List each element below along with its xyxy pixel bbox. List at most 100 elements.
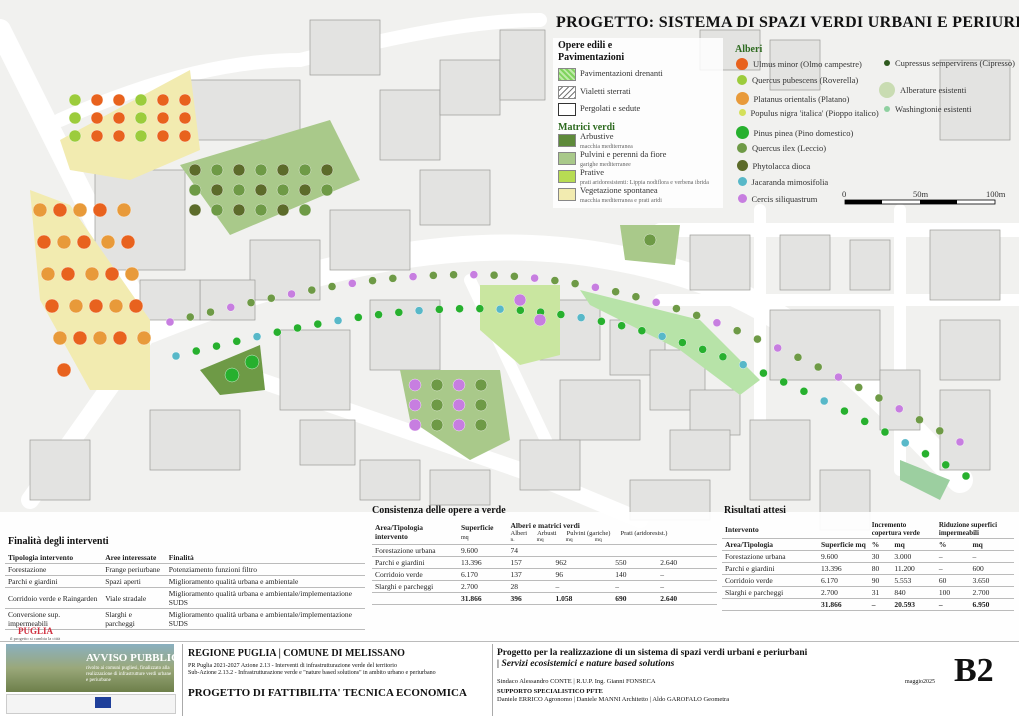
tree-legend-icon [735,92,749,105]
swatch-matrice [558,170,576,183]
tree-legend-icon [738,109,746,116]
tree-symbol [408,418,422,432]
tree-symbol [651,298,661,307]
table-cell: 96 [552,568,613,581]
tree-symbol [489,270,499,280]
logo-text: PUGLIA [18,626,54,636]
tree-legend-icon [879,82,895,98]
table-cell: 6.170 [458,568,508,581]
table-cell: 31.866 [818,598,869,611]
table-cell: 3.000 [891,550,936,563]
table-cell: 1.058 [552,592,613,605]
legend-matrice-sub: prati aridoresistenti: Lippia nodiflora … [580,180,709,186]
tree-symbol [128,298,144,314]
tree-symbol [452,378,466,392]
legend-albero: Phytolacca dioca [752,160,811,171]
table-cell: 6.950 [969,598,1014,611]
tree-symbol [475,304,485,313]
tree-symbol [895,404,904,414]
table-cell: Viale stradale [102,587,166,609]
tree-symbol [56,234,72,250]
table-cell: 840 [891,586,936,599]
tree-symbol [134,129,148,143]
table-cell: – [657,568,717,581]
tree-symbol [232,203,246,217]
table-cell: Parchi e giardini [372,556,458,569]
tree-symbol [611,287,620,296]
table-cell: 6.170 [818,574,869,587]
tree-symbol [516,306,525,315]
table-cell: – [612,580,658,593]
ris-sub: Superficie mq [818,538,869,551]
table-cell: 13.396 [458,556,508,569]
ris-sub: mq [891,538,936,551]
tree-symbol [298,203,312,217]
tree-symbol [100,234,116,250]
tree-symbol [550,276,560,285]
swatch-matrice [558,152,576,165]
tree-symbol [313,319,322,329]
table-cell: 2.700 [969,586,1014,599]
legend-albero: Cercis siliquastrum [751,193,818,204]
tree-symbol [961,471,971,481]
tree-symbol [672,304,681,313]
table-cell: Corridoio verde [372,568,458,581]
tree-symbol [320,163,334,177]
table-cell: 20.593 [891,598,936,611]
finalita-header: Tipologia intervento [5,552,103,564]
tree-symbol [354,313,363,322]
tree-symbol [874,393,884,403]
legend-matrice-sub: garighe mediterranee [580,162,631,168]
tree-symbol [68,93,82,107]
table-cell: Corridoio verde [722,574,818,587]
table-cell: Parchi e giardini [722,562,818,575]
tree-legend-icon [736,58,748,70]
tree-symbol [368,276,377,285]
table-cell: Corridoio verde e Raingarden [5,587,103,609]
table-cell: 9.600 [458,544,508,557]
avviso-title: AVVISO PUBBLICO [86,652,188,664]
tree-symbol [92,202,108,218]
table-cell: Potenziamento funzioni filtro [165,563,365,576]
table-cell: – [935,550,970,563]
tree-symbol [495,304,505,314]
tree-legend-icon [884,60,890,66]
table-cell [657,544,717,557]
tree-symbol [955,437,965,447]
tree-symbol [112,129,126,143]
legend-albero: Washingtonie esistenti [895,104,972,114]
tree-symbol [267,293,276,303]
tree-symbol [455,304,464,313]
table-cell: Forestazione [5,563,103,576]
tree-symbol [915,415,924,425]
tree-symbol [738,360,748,369]
tree-symbol [68,129,82,143]
table-cell: Slarghi e parcheggi [372,580,458,593]
tree-symbol [692,311,701,320]
tree-symbol [637,326,647,335]
scale-label-0: 0 [842,189,847,199]
table-cell: 396 [507,592,553,605]
tree-symbol [36,234,52,250]
tree-symbol [678,338,687,347]
legend-matrice-sub: macchia mediterranea [580,144,633,150]
tree-symbol [68,111,82,125]
tree-symbol [657,332,667,341]
legend-matrice-label: Prative [580,167,605,177]
tree-symbol [171,351,181,361]
tree-symbol [474,378,488,392]
tree-symbol [254,183,268,197]
legend-albero: Ulmus minor (Olmo campestre) [753,59,862,69]
table-cell [552,544,613,557]
tree-symbol [429,271,438,280]
tree-symbol [430,398,444,412]
tree-symbol [570,279,580,288]
tree-symbol [178,111,192,125]
tree-symbol [576,313,586,322]
tree-symbol [90,129,104,143]
